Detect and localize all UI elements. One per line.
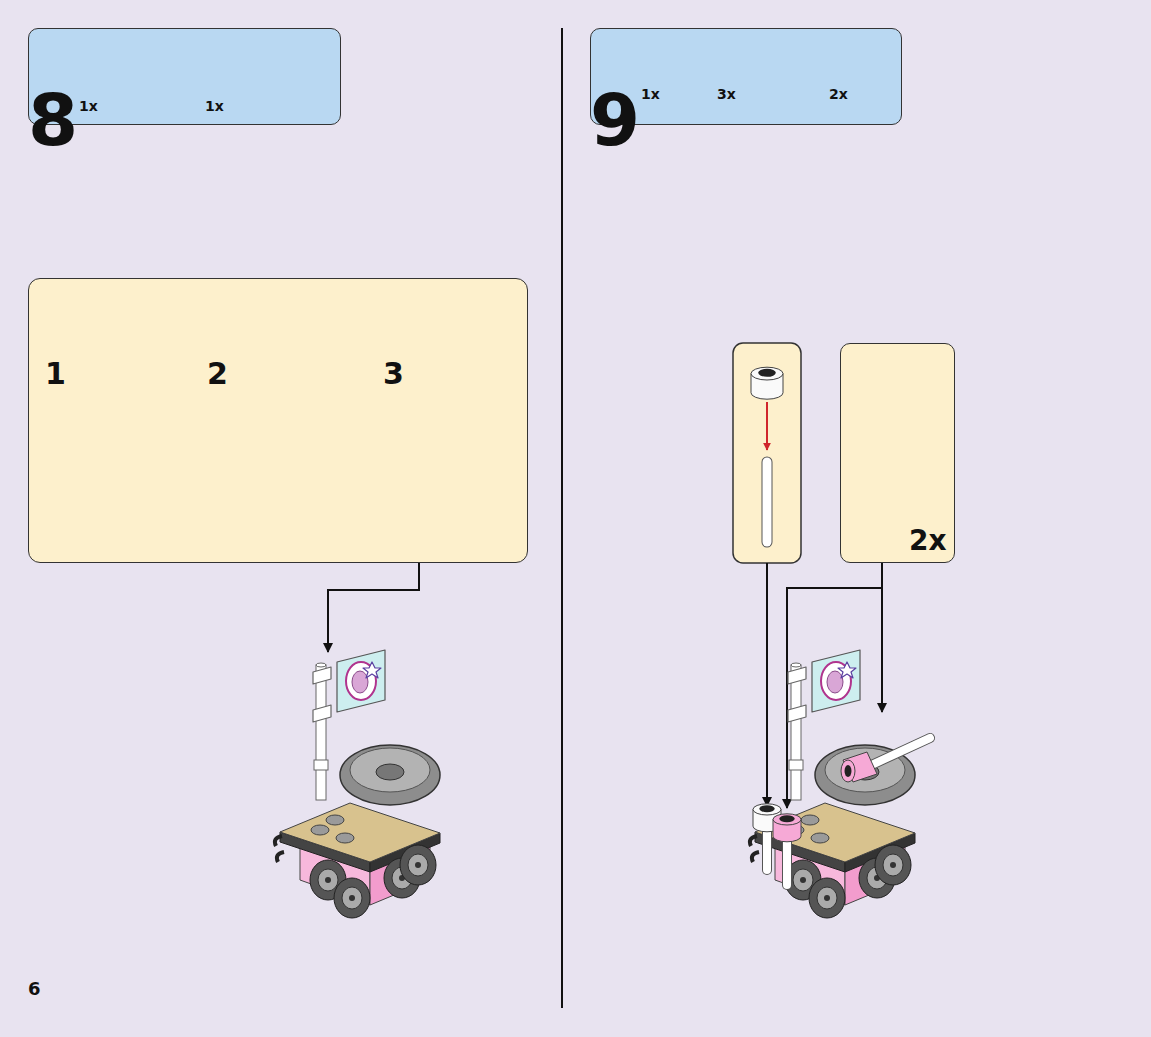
step-number: 8 xyxy=(28,84,78,156)
quantity-label: 1x xyxy=(205,99,224,113)
page-divider xyxy=(562,28,563,1008)
quantity-label: 2x xyxy=(829,87,848,101)
quantity-label: 1x xyxy=(79,99,98,113)
step-number: 9 xyxy=(590,84,640,156)
quantity-label: 1x xyxy=(641,87,660,101)
substep-number: 2 xyxy=(207,359,228,389)
leader-lines xyxy=(328,563,882,808)
cart-model xyxy=(275,650,440,918)
quantity-label: 3x xyxy=(717,87,736,101)
cart-model xyxy=(750,650,930,918)
substep-number: 1 xyxy=(45,359,66,389)
quantity-label: 2x xyxy=(909,527,947,555)
subassembly-box xyxy=(733,343,801,563)
substep-box: 1 2 3 xyxy=(28,278,528,563)
page-number: 6 xyxy=(28,980,41,998)
substep-number: 3 xyxy=(383,359,404,389)
subassembly-box: 2x xyxy=(840,343,955,563)
